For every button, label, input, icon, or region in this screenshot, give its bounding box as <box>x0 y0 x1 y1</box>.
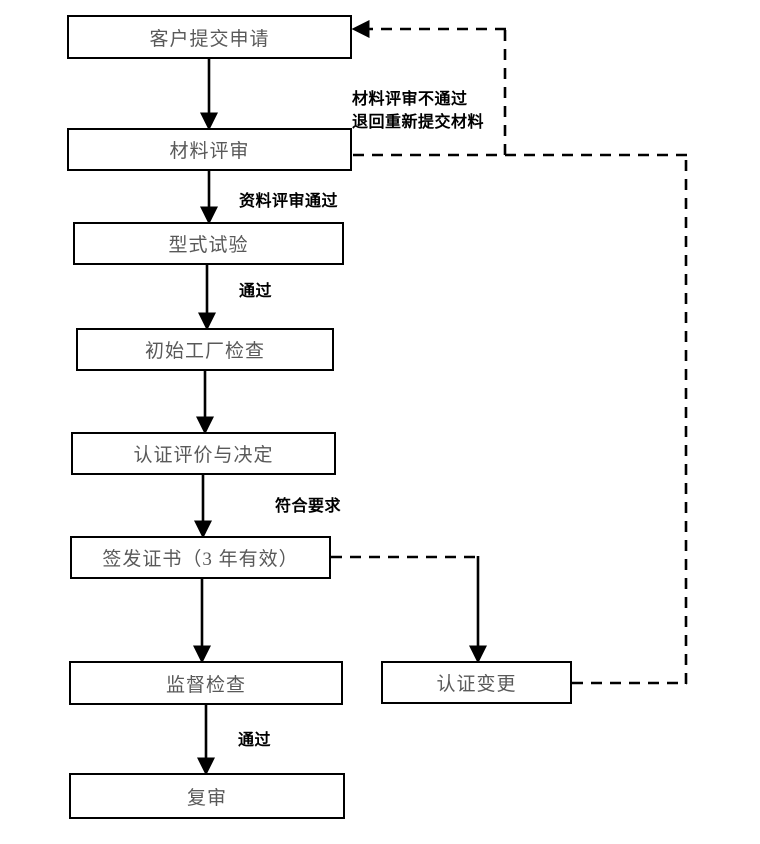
edge-label-test-pass: 通过 <box>239 283 273 300</box>
node-supervision-inspection[interactable]: 监督检查 <box>69 661 343 705</box>
edge-label-meets-requirements: 符合要求 <box>275 498 342 515</box>
node-issue-certificate[interactable]: 签发证书（3 年有效） <box>70 536 331 579</box>
edge-label-reject-line2: 退回重新提交材料 <box>352 114 485 132</box>
node-certification-change[interactable]: 认证变更 <box>381 661 572 704</box>
node-apply[interactable]: 客户提交申请 <box>67 15 352 59</box>
edge-label-supervise-pass: 通过 <box>238 732 272 749</box>
node-doc-review[interactable]: 材料评审 <box>67 128 352 171</box>
node-re-review[interactable]: 复审 <box>69 773 345 819</box>
node-type-test[interactable]: 型式试验 <box>73 222 344 265</box>
edge-label-reject-line1: 材料评审不通过 <box>352 91 468 108</box>
edge-label-doc-pass: 资料评审通过 <box>239 193 339 210</box>
node-evaluation-decision[interactable]: 认证评价与决定 <box>71 432 336 475</box>
node-factory-inspection[interactable]: 初始工厂检查 <box>76 328 334 371</box>
edge-label-reject-return: 材料评审不通过 退回重新提交材料 <box>352 88 484 134</box>
